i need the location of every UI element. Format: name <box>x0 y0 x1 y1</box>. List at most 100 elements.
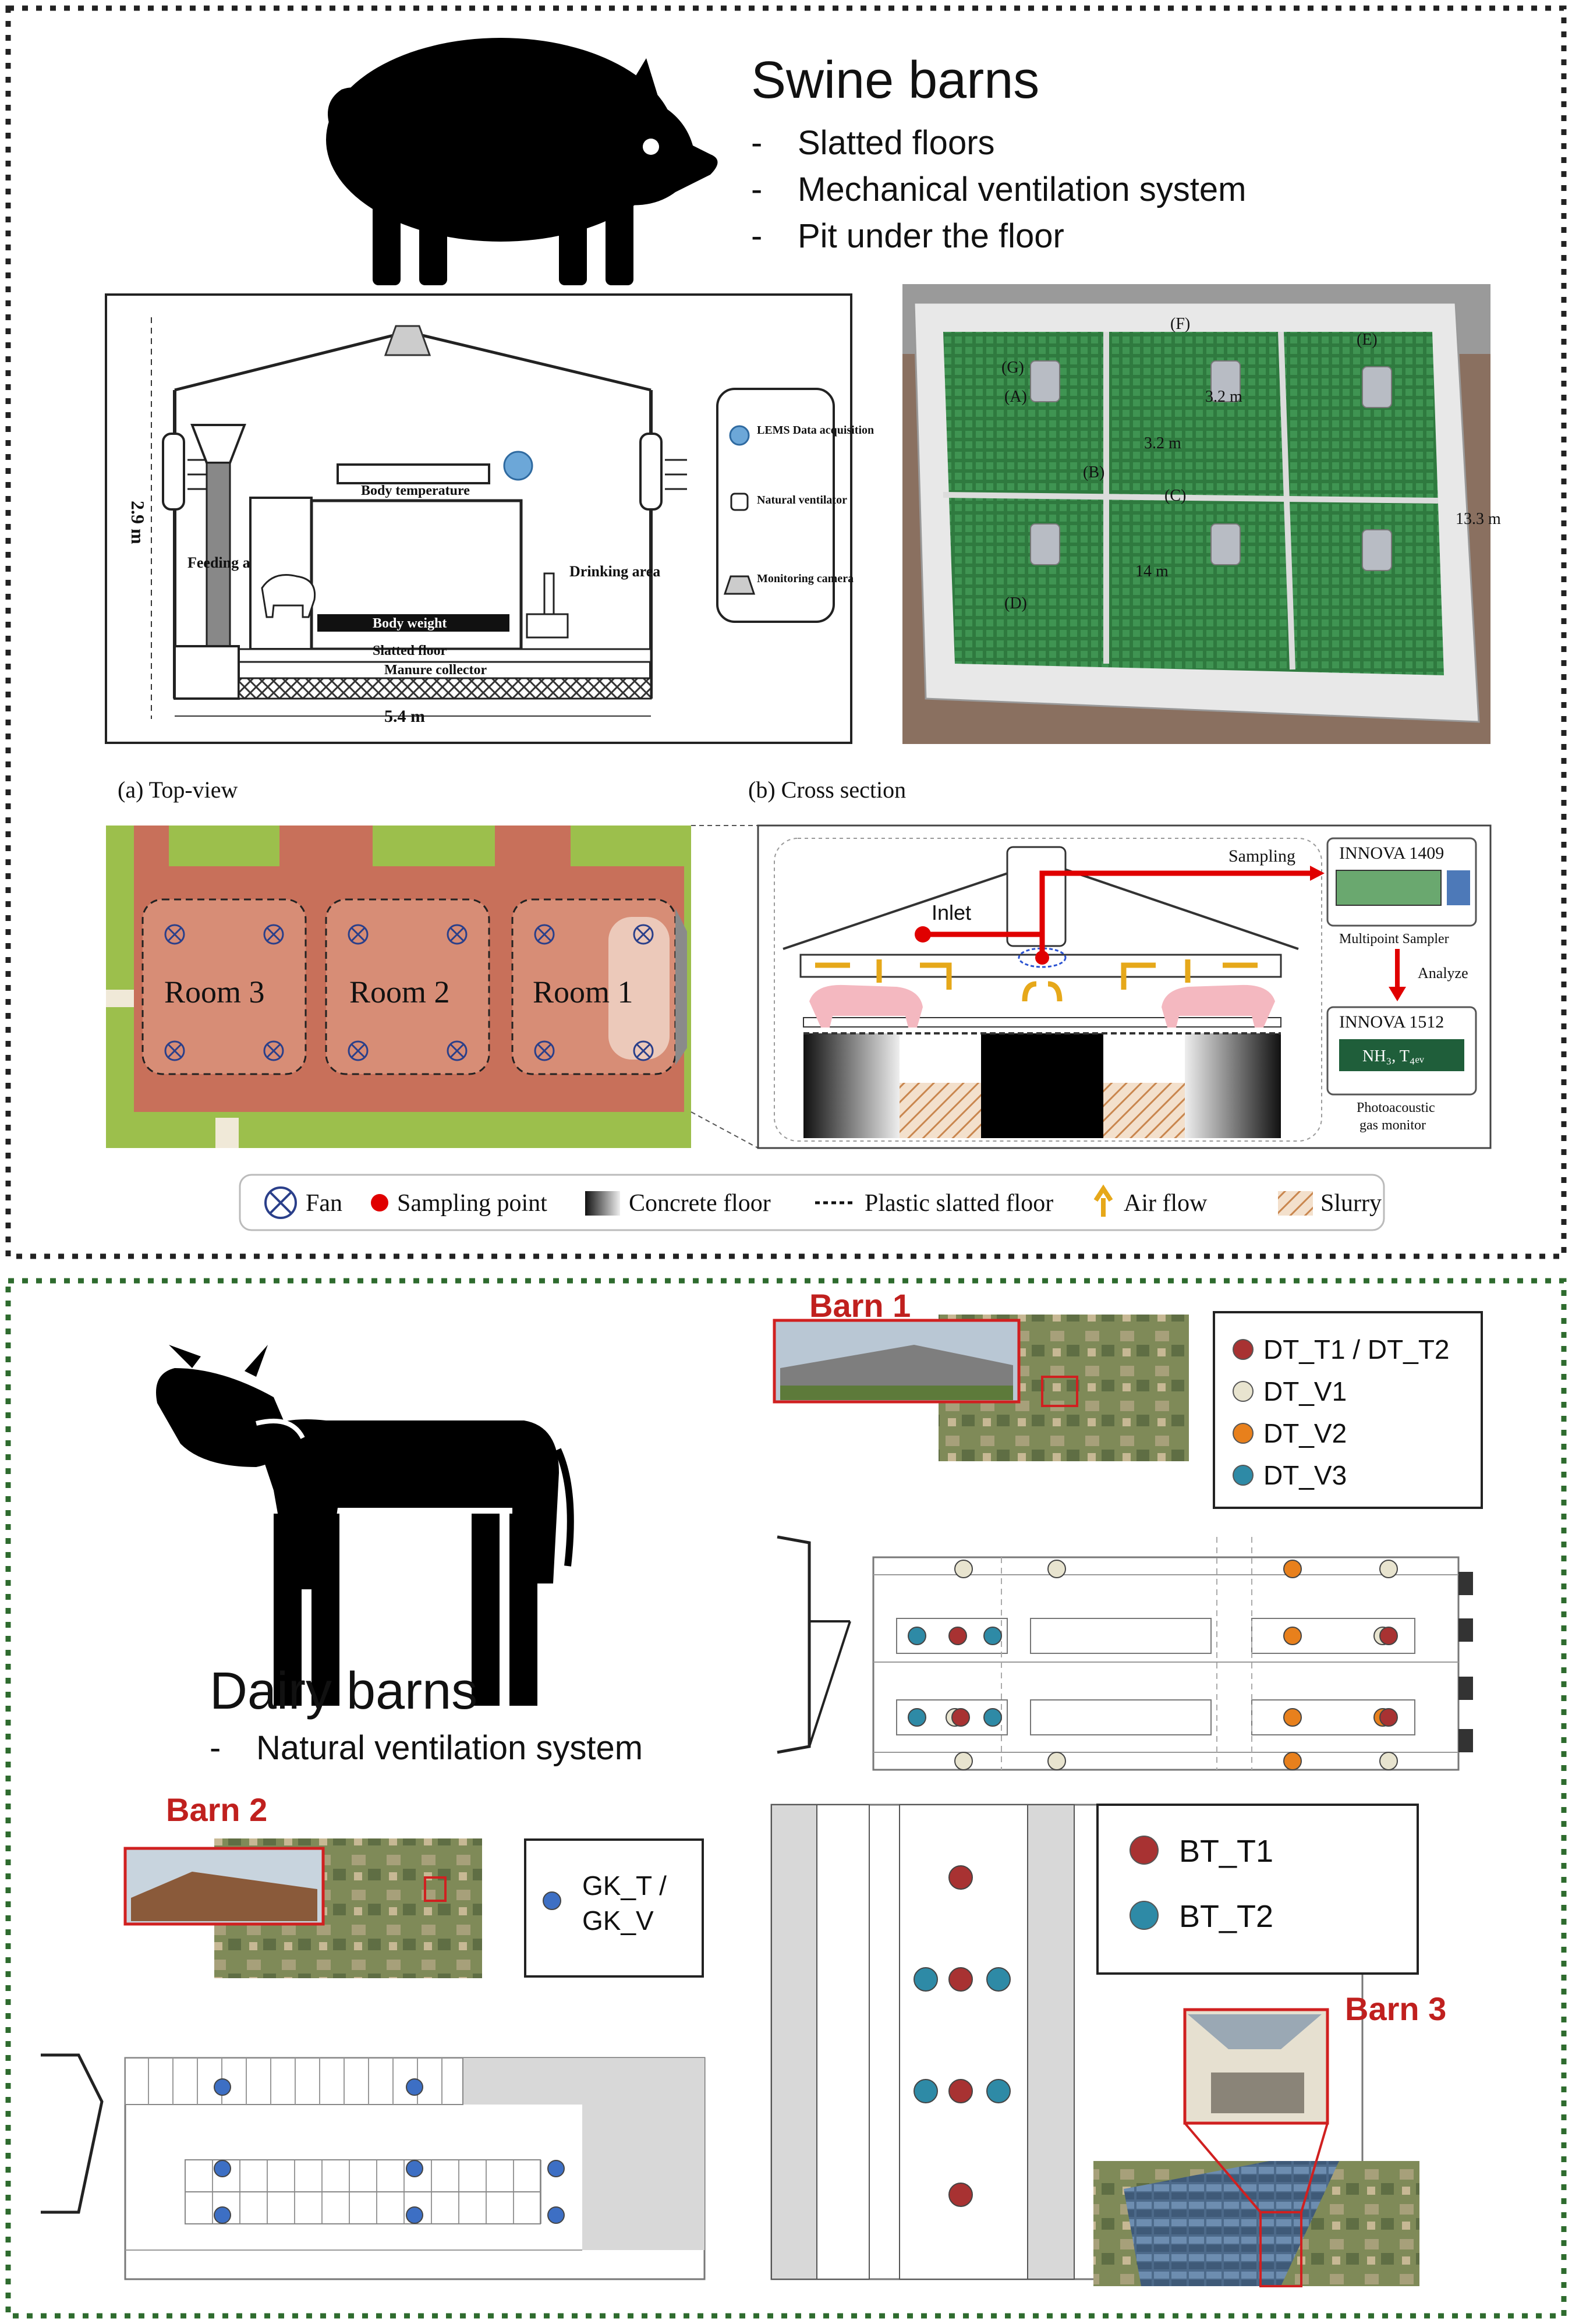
sensor-dot <box>908 1708 926 1727</box>
dairy-bullet-dash: - <box>210 1729 221 1767</box>
natural-ventilator-icon <box>639 433 663 511</box>
render-label-a: (A) <box>1004 388 1027 406</box>
pig-left <box>809 984 923 1028</box>
monitoring-camera-icon <box>384 325 431 356</box>
sensor-dot <box>547 2160 565 2177</box>
lems-icon <box>503 451 533 481</box>
sensor-dot <box>1283 1627 1302 1645</box>
legend-slatted-floor: Plastic slatted floor <box>865 1190 1053 1217</box>
slatted-floor-label: Slatted floor <box>373 643 447 658</box>
sensor-dot <box>406 2160 423 2177</box>
swine-title: Swine barns <box>751 51 1039 109</box>
render-dim-4: 13.3 m <box>1456 510 1501 528</box>
innova-1409-label: INNOVA 1409 <box>1339 844 1444 863</box>
width-dimension-label: 5.4 m <box>384 707 425 726</box>
dairy-section-border <box>5 1278 1567 2319</box>
barn-2-photo <box>123 1838 482 1978</box>
swine-legend: Fan Sampling point Concrete floor Plasti… <box>239 1174 1385 1231</box>
sensor-dot <box>948 1627 967 1645</box>
multipoint-sampler-label: Multipoint Sampler <box>1339 931 1449 947</box>
swine-3d-render-panel: (A) (B) (C) (D) (E) (F) (G) 3.2 m 3.2 m … <box>902 284 1501 744</box>
render-dim-2: 3.2 m <box>1205 388 1242 406</box>
dairy-bullet-1: Natural ventilation system <box>256 1729 643 1767</box>
dairy-title: Dairy barns <box>210 1662 477 1720</box>
render-dim-1: 3.2 m <box>1144 434 1181 452</box>
render-label-d: (D) <box>1004 594 1027 612</box>
air-flow-arrow <box>1121 962 1156 990</box>
swine-bullets: - Slatted floors - Mechanical ventilatio… <box>751 124 1246 255</box>
fan-icon <box>534 924 555 945</box>
swine-bullet-dash: - <box>751 124 762 162</box>
sensor-dot <box>948 1865 973 1890</box>
legend-slurry: Slurry <box>1320 1190 1382 1217</box>
readout-label: NH₃, T₄ₑᵥ <box>1362 1047 1425 1065</box>
room-1-label: Room 1 <box>533 975 633 1009</box>
schematic-legend-ventilator: Natural ventilator <box>757 494 847 506</box>
legend-fan: Fan <box>306 1190 342 1217</box>
sensor-dot <box>214 2078 231 2096</box>
render-label-b: (B) <box>1083 463 1104 481</box>
fan-icon <box>633 1040 654 1061</box>
pig-right <box>1162 984 1275 1028</box>
cow-silhouette-icon <box>156 1345 574 1706</box>
legend-air-flow: Air flow <box>1124 1190 1208 1217</box>
sensor-dot <box>1379 1752 1398 1770</box>
sensor-dot <box>1283 1560 1302 1578</box>
cross-section-panel: Inlet Sampling INNOVA 1409 Multipoint Sa… <box>757 824 1492 1149</box>
barn-1-legend: DT_T1 / DT_T2 DT_V1 DT_V2 DT_V3 <box>1213 1311 1483 1509</box>
sensor-dot <box>948 2079 973 2103</box>
swine-bullet-3: Pit under the floor <box>798 217 1064 255</box>
analyze-label: Analyze <box>1418 965 1468 982</box>
render-label-f: (F) <box>1170 315 1190 333</box>
fan-icon <box>348 924 369 945</box>
legend-bt-t2: BT_T2 <box>1179 1899 1273 1934</box>
swine-section-border <box>5 5 1567 1259</box>
sensor-dot <box>951 1708 970 1727</box>
sensor-dot <box>1283 1708 1302 1727</box>
drinking-area-label: Drinking area <box>569 563 660 580</box>
sensor-dot <box>914 1967 938 1992</box>
legend-gk-line2: GK_V <box>582 1905 654 1936</box>
sensor-dot <box>406 2206 423 2224</box>
room-3-area <box>141 898 307 1075</box>
height-dimension-label: 2.9 m <box>128 501 148 544</box>
swine-bullet-2: Mechanical ventilation system <box>798 171 1246 208</box>
barn-2-legend: GK_T / GK_V <box>524 1838 704 1978</box>
air-flow-arrow <box>920 962 952 990</box>
barn-3-photo <box>1093 2008 1419 2287</box>
innova-1512-label: INNOVA 1512 <box>1339 1012 1444 1032</box>
fan-icon <box>164 924 185 945</box>
render-label-g: (G) <box>1001 359 1024 377</box>
sampling-point-inlet <box>915 926 931 943</box>
gas-monitor-label: gas monitor <box>1359 1118 1426 1133</box>
barn-3-plan <box>770 1804 1364 2280</box>
swine-bullet-1: Slatted floors <box>798 124 995 162</box>
sensor-dot <box>214 2206 231 2224</box>
top-view-panel: Room 3 Room 2 Room 1 <box>106 826 691 1148</box>
legend-dt-v3: DT_V3 <box>1263 1460 1347 1490</box>
sensor-dot <box>214 2160 231 2177</box>
sensor-dot <box>948 1967 973 1992</box>
swine-bullet-dash: - <box>751 217 762 255</box>
sensor-dot <box>908 1627 926 1645</box>
sensor-dot <box>1047 1752 1066 1770</box>
body-weight-label: Body weight <box>373 616 447 631</box>
manure-collector-label: Manure collector <box>384 663 487 678</box>
legend-dt-t1-t2: DT_T1 / DT_T2 <box>1263 1334 1450 1365</box>
air-flow-arrow <box>1022 981 1063 1002</box>
legend-dt-v1: DT_V1 <box>1263 1376 1347 1407</box>
barn-1-photo <box>773 1315 1189 1461</box>
sensor-dot <box>1283 1752 1302 1770</box>
sensor-dot <box>983 1708 1002 1727</box>
fan-icon <box>164 1040 185 1061</box>
sampling-point-center <box>1035 951 1049 965</box>
sampling-label: Sampling <box>1228 846 1295 866</box>
swine-bullet-dash: - <box>751 171 762 208</box>
render-label-e: (E) <box>1357 331 1378 349</box>
barn-1-plan <box>777 1535 1473 1771</box>
inlet-label: Inlet <box>932 901 971 924</box>
swine-schematic-panel: 2.9 m Feeding area Body temperature Body… <box>105 293 874 744</box>
sensor-dot <box>1379 1560 1398 1578</box>
sensor-dot <box>406 2078 423 2096</box>
